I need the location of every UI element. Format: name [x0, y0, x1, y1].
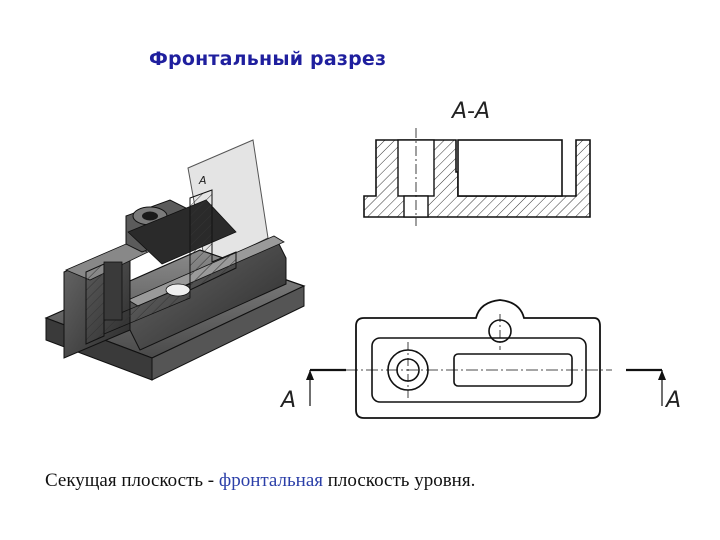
section-bore — [103, 261, 123, 321]
cut-mark-left-arrowhead — [306, 370, 314, 380]
caption-suffix: плоскость уровня. — [323, 470, 476, 491]
caption: Секущая плоскость - фронтальная плоскост… — [45, 470, 475, 492]
cut-marks — [306, 368, 666, 406]
cut-label-left: А — [281, 388, 297, 413]
bottom-slot — [165, 283, 191, 297]
plane-label: А — [198, 174, 207, 187]
caption-highlight: фронтальная — [218, 470, 323, 491]
cut-mark-right-arrowhead — [658, 370, 666, 380]
base-plate-side — [151, 285, 305, 381]
section-label: А-А — [452, 99, 491, 124]
slide-title: Фронтальный разрез — [149, 48, 387, 70]
section-pocket — [457, 139, 563, 197]
section-face-base — [103, 283, 191, 335]
isometric-model: А — [44, 139, 306, 381]
section-face-left — [85, 263, 105, 345]
top-view — [346, 299, 612, 419]
caption-prefix: Секущая плоскость - — [45, 470, 219, 491]
lug-hole-inner — [142, 211, 158, 221]
top-view-outline — [355, 299, 601, 419]
section-view — [363, 128, 591, 226]
cut-label-right: А — [666, 388, 682, 413]
